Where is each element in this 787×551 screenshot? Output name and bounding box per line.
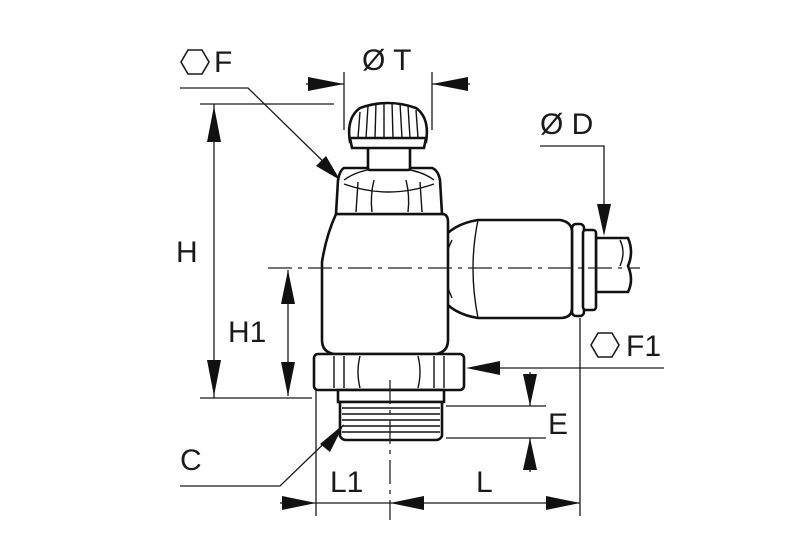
stem: [366, 144, 412, 172]
leader-D: [540, 145, 611, 236]
dim-H: [200, 103, 334, 399]
dim-diameter-T: [306, 72, 470, 130]
label-F1: F1: [626, 330, 661, 363]
label-diameter-D: Ø D: [540, 108, 593, 141]
lower-hex-nut: [312, 352, 466, 392]
label-L: L: [476, 466, 493, 499]
side-arm: [438, 218, 574, 320]
tube: [594, 236, 633, 294]
main-body: [320, 212, 450, 356]
hexagon-icon: [590, 332, 620, 358]
collet: [570, 222, 598, 318]
dim-E: [446, 372, 546, 472]
upper-hex-nut: [334, 166, 444, 216]
dim-L1-L: [280, 318, 581, 516]
label-diameter-T: Ø T: [362, 44, 411, 77]
label-L1: L1: [330, 466, 363, 499]
leader-F1: [466, 361, 664, 375]
knurled-knob: [347, 101, 429, 150]
hexagon-icon: [180, 49, 210, 75]
leader-F: [180, 87, 340, 180]
dim-H1: [281, 270, 295, 396]
label-E: E: [548, 408, 568, 441]
label-H1: H1: [228, 316, 266, 349]
label-F: F: [214, 46, 232, 79]
label-C: C: [180, 444, 202, 477]
leader-C: [180, 424, 344, 487]
label-H: H: [176, 236, 198, 269]
thread: [336, 388, 446, 442]
